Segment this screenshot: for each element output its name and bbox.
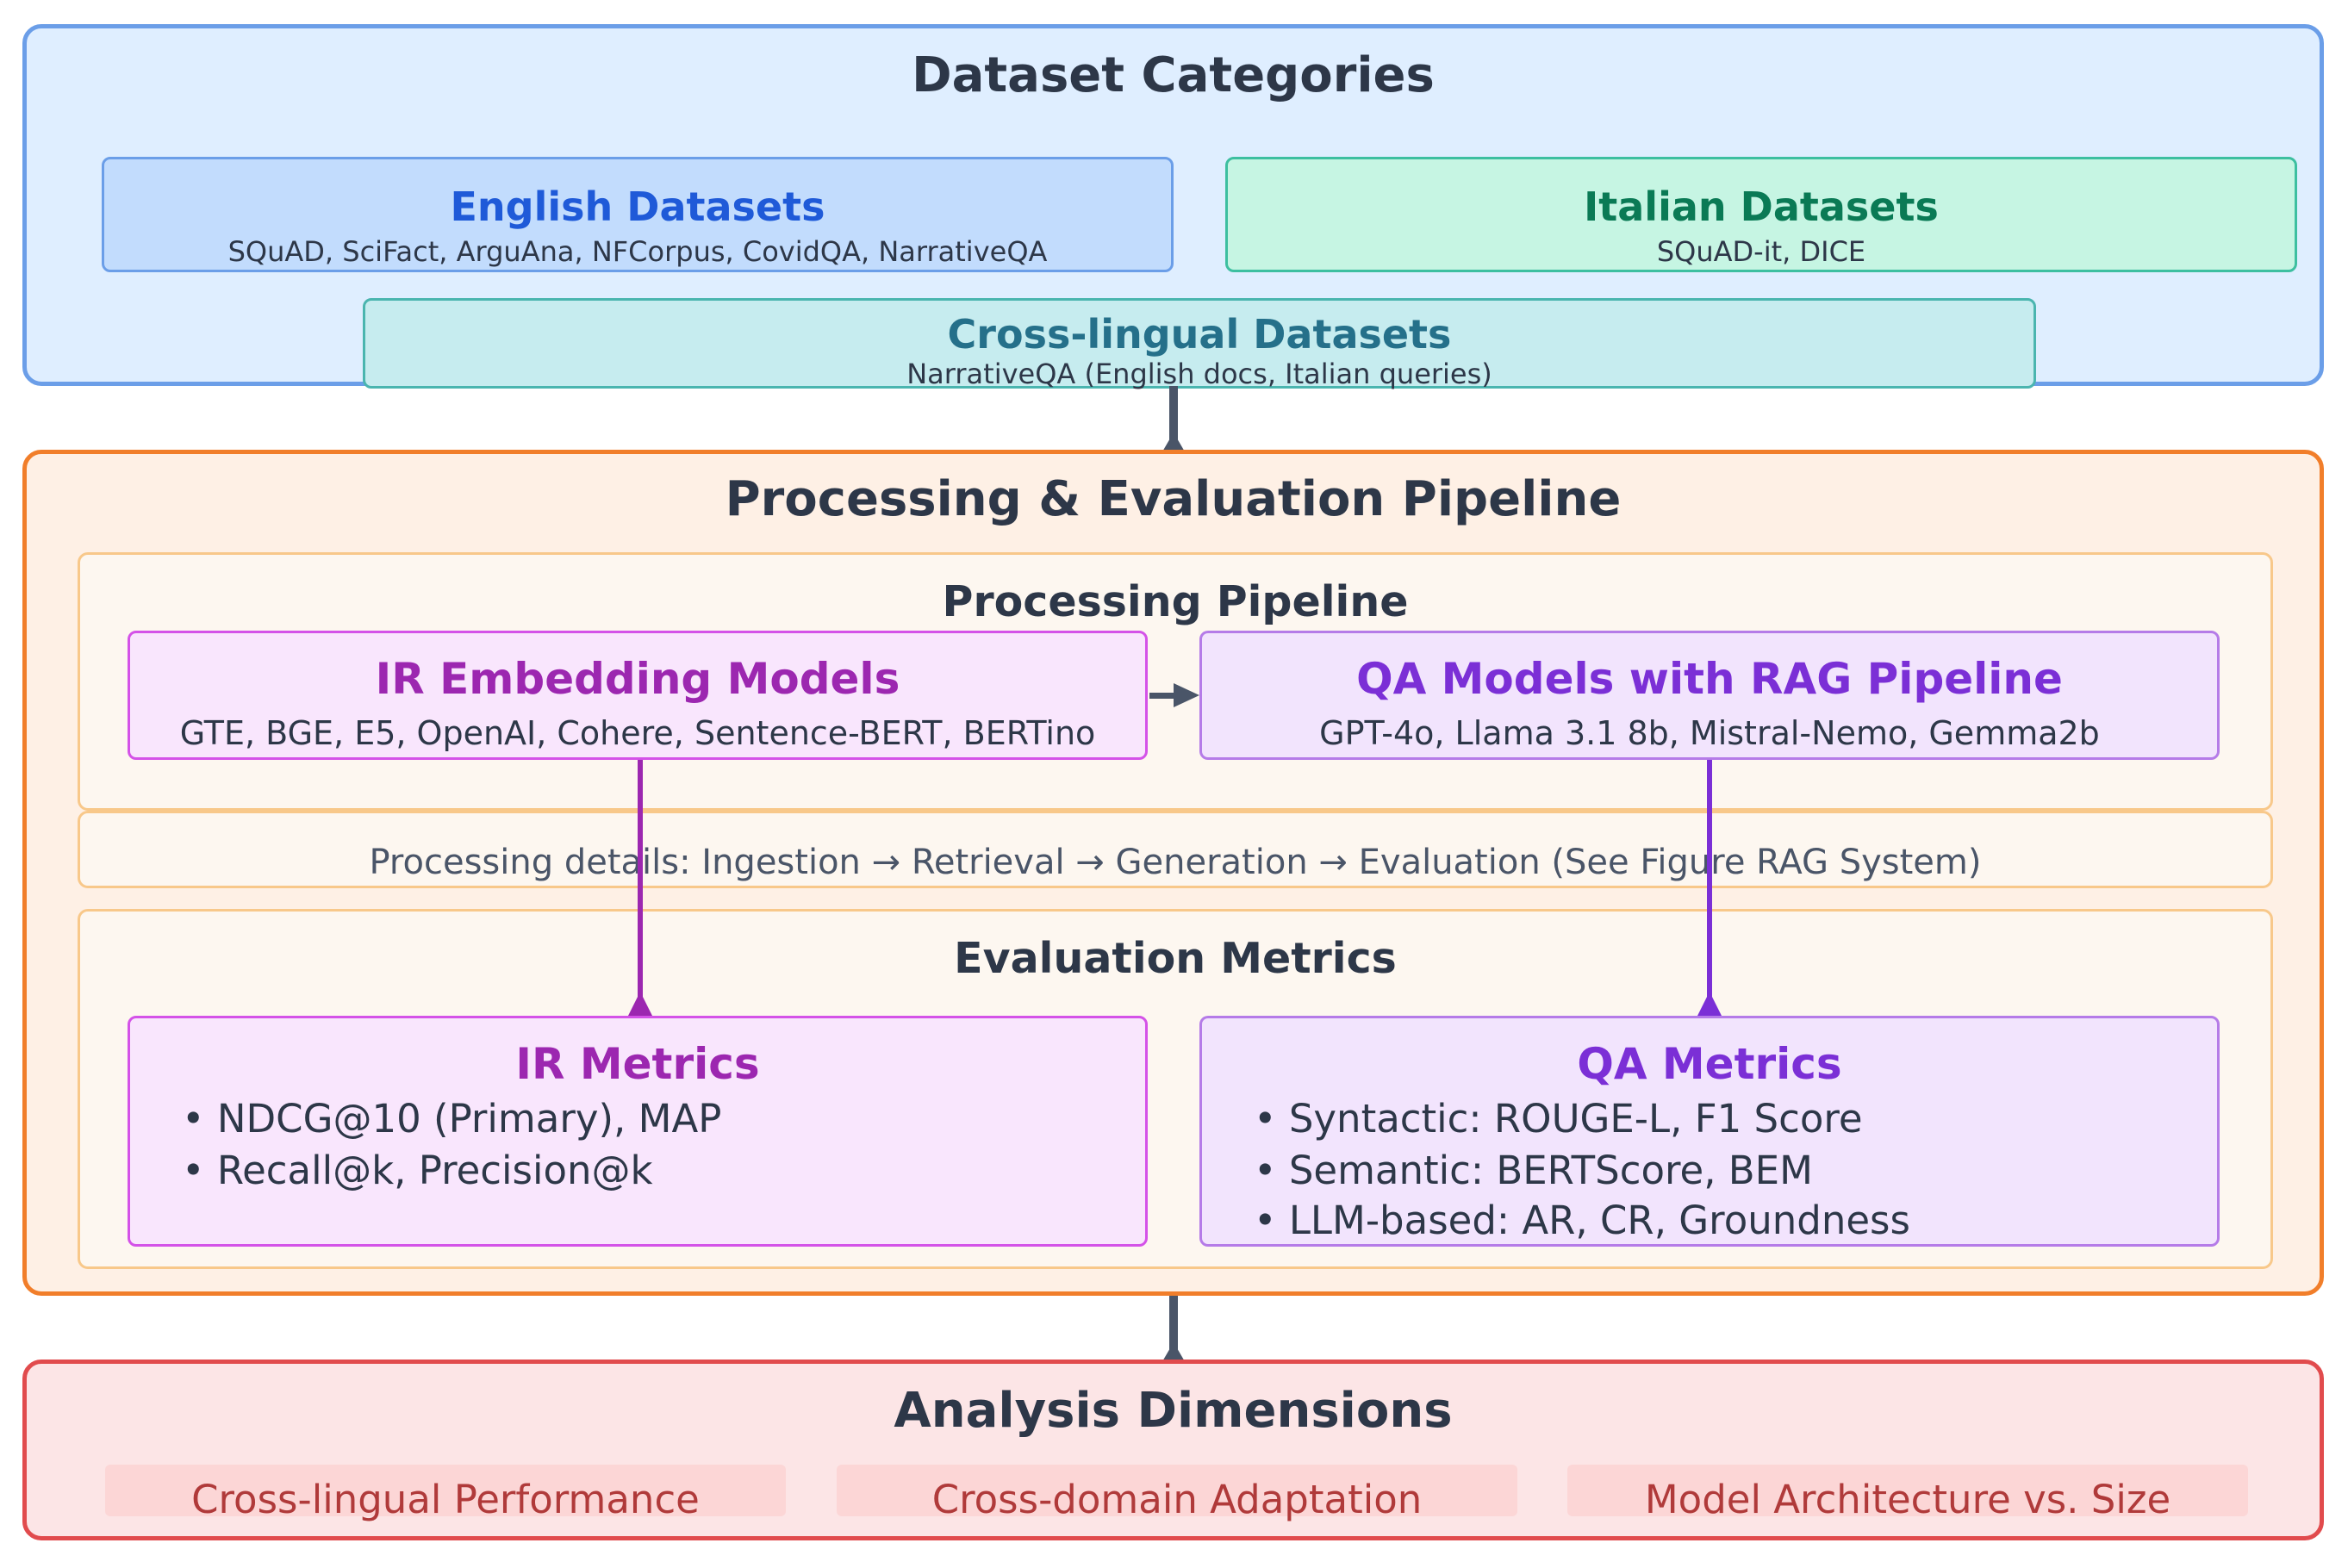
italian-datasets-box: Italian Datasets SQuAD-it, DICE bbox=[1225, 157, 2297, 272]
english-datasets-box: English Datasets SQuAD, SciFact, ArguAna… bbox=[102, 157, 1174, 272]
pipeline-arrows bbox=[628, 683, 1722, 1016]
dataset-categories-section: Dataset Categories English Datasets SQuA… bbox=[22, 24, 2324, 390]
ir-embedding-models-list: GTE, BGE, E5, OpenAI, Cohere, Sentence-B… bbox=[179, 714, 1096, 752]
processing-pipeline-title: Processing Pipeline bbox=[942, 577, 1409, 626]
connector-pipeline-to-analysis bbox=[1162, 1296, 1186, 1363]
italian-datasets-list: SQuAD-it, DICE bbox=[1656, 235, 1866, 268]
pipeline-section: Processing & Evaluation Pipeline Process… bbox=[22, 450, 2324, 1296]
ir-metrics-box: IR Metrics • NDCG@10 (Primary), MAP • Re… bbox=[128, 1016, 1148, 1247]
ir-metrics-title: IR Metrics bbox=[515, 1039, 760, 1089]
crosslingual-datasets-box: Cross-lingual Datasets NarrativeQA (Engl… bbox=[363, 298, 2036, 390]
arrow-ir-models-to-ir-metrics bbox=[628, 760, 652, 1016]
qa-models-title: QA Models with RAG Pipeline bbox=[1356, 654, 2063, 704]
analysis-dimension-label: Cross-lingual Performance bbox=[191, 1477, 700, 1522]
analysis-dimensions-section: Analysis Dimensions Cross-lingual Perfor… bbox=[22, 1360, 2324, 1540]
analysis-dimension-chip: Cross-domain Adaptation bbox=[837, 1465, 1517, 1522]
english-datasets-list: SQuAD, SciFact, ArguAna, NFCorpus, Covid… bbox=[227, 235, 1048, 268]
qa-models-list: GPT-4o, Llama 3.1 8b, Mistral-Nemo, Gemm… bbox=[1319, 714, 2100, 752]
crosslingual-datasets-list: NarrativeQA (English docs, Italian queri… bbox=[906, 358, 1492, 390]
english-datasets-title: English Datasets bbox=[450, 184, 825, 230]
qa-models-box: QA Models with RAG Pipeline GPT-4o, Llam… bbox=[1199, 631, 2220, 760]
ir-embedding-models-box: IR Embedding Models GTE, BGE, E5, OpenAI… bbox=[128, 631, 1148, 760]
analysis-dimension-label: Model Architecture vs. Size bbox=[1644, 1477, 2171, 1522]
analysis-dimension-chip: Cross-lingual Performance bbox=[105, 1465, 786, 1522]
evaluation-metrics-title: Evaluation Metrics bbox=[954, 934, 1397, 983]
arrow-ir-to-qa bbox=[1149, 683, 1199, 707]
ir-metric-item: • NDCG@10 (Primary), MAP bbox=[182, 1096, 722, 1142]
qa-metric-item: • LLM-based: AR, CR, Groundness bbox=[1254, 1198, 1910, 1243]
crosslingual-datasets-title: Cross-lingual Datasets bbox=[947, 311, 1452, 358]
arrow-qa-models-to-qa-metrics bbox=[1697, 760, 1722, 1016]
analysis-dimensions-title: Analysis Dimensions bbox=[894, 1383, 1453, 1439]
ir-metric-item: • Recall@k, Precision@k bbox=[182, 1148, 653, 1193]
qa-metric-item: • Semantic: BERTScore, BEM bbox=[1254, 1148, 1813, 1193]
analysis-dimension-label: Cross-domain Adaptation bbox=[931, 1477, 1423, 1522]
pipeline-title: Processing & Evaluation Pipeline bbox=[725, 471, 1622, 527]
dataset-categories-title: Dataset Categories bbox=[912, 47, 1435, 103]
analysis-dimension-chip: Model Architecture vs. Size bbox=[1567, 1465, 2248, 1522]
ir-embedding-models-title: IR Embedding Models bbox=[375, 654, 900, 704]
connector-datasets-to-pipeline bbox=[1162, 386, 1186, 453]
italian-datasets-title: Italian Datasets bbox=[1584, 184, 1939, 230]
qa-metric-item: • Syntactic: ROUGE-L, F1 Score bbox=[1254, 1096, 1863, 1142]
qa-metrics-box: QA Metrics • Syntactic: ROUGE-L, F1 Scor… bbox=[1199, 1016, 2220, 1247]
qa-metrics-title: QA Metrics bbox=[1577, 1039, 1842, 1089]
